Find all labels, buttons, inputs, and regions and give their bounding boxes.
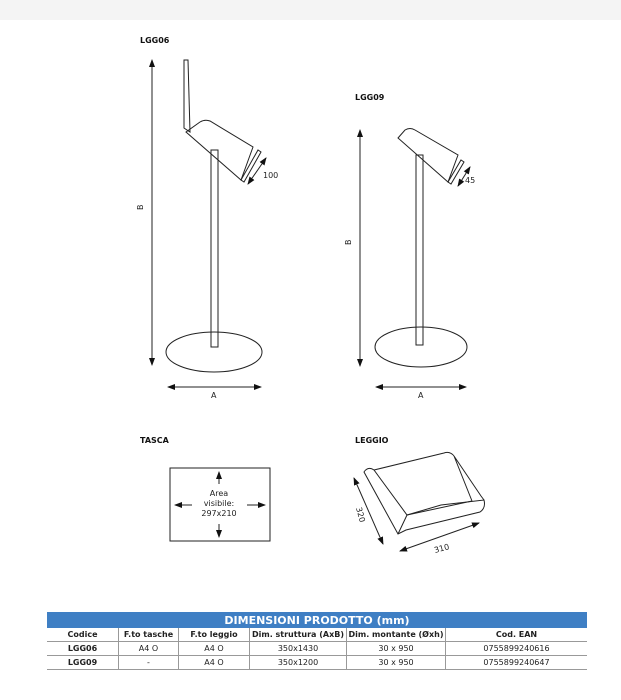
dim-pocket-arrow	[247, 157, 267, 185]
dim-b-label: B	[136, 205, 145, 211]
col-header: Codice	[47, 628, 119, 642]
cell: 30 x 950	[346, 655, 446, 670]
dim-a-label: A	[418, 391, 424, 400]
table-header-row: Codice F.to tasche F.to leggio Dim. stru…	[47, 628, 587, 642]
cell: 0755899240616	[445, 641, 587, 656]
dim-depth-label: 320	[354, 506, 367, 523]
tray-back	[373, 451, 485, 502]
cell: A4 O	[178, 655, 250, 670]
top-rail	[183, 59, 191, 133]
table-row: LGG06 A4 O A4 O 350x1430 30 x 950 075589…	[47, 641, 587, 656]
col-header: Dim. montante (Øxh)	[346, 628, 446, 642]
leggio-title: LEGGIO	[355, 436, 389, 445]
dim-width-arrow	[399, 522, 480, 552]
pocket-outline	[169, 467, 271, 542]
dim-pocket-label: 45	[465, 176, 475, 185]
cell: 350x1430	[249, 641, 347, 656]
lgg09-drawing: LGG09 B 45 A	[344, 93, 475, 400]
cell: LGG06	[47, 641, 119, 656]
page-top-strip	[0, 0, 621, 20]
dim-depth-arrow	[353, 477, 384, 545]
leggio-drawing: LEGGIO 320 310	[353, 436, 485, 555]
area-label-2: visibile:	[204, 499, 235, 508]
col-header: Cod. EAN	[445, 628, 587, 642]
table-title: DIMENSIONI PRODOTTO (mm)	[47, 612, 587, 628]
cell: 0755899240647	[445, 655, 587, 670]
base	[374, 326, 468, 368]
pocket-holder	[397, 128, 459, 183]
base	[165, 331, 263, 373]
table-row: LGG09 - A4 O 350x1200 30 x 950 075589924…	[47, 655, 587, 670]
product-dimensions-table: DIMENSIONI PRODOTTO (mm) Codice F.to tas…	[47, 612, 587, 670]
area-label-1: Area	[210, 489, 229, 498]
lgg06-drawing: LGG06 B 100 A	[136, 36, 278, 400]
cell: LGG09	[47, 655, 119, 670]
cell: A4 O	[178, 641, 250, 656]
cell: -	[118, 655, 179, 670]
dim-pocket-arrow	[457, 166, 471, 187]
cell: A4 O	[118, 641, 179, 656]
tray-front	[363, 467, 485, 535]
tasca-title: TASCA	[140, 436, 170, 445]
dim-pocket-label: 100	[263, 171, 278, 180]
cell: 350x1200	[249, 655, 347, 670]
cell: 30 x 950	[346, 641, 446, 656]
lgg06-title: LGG06	[140, 36, 170, 45]
dim-a-label: A	[211, 391, 217, 400]
pocket-holder	[185, 119, 254, 181]
technical-drawings: LGG06 B 100 A LGG09 B 45 A TASCA Area vi…	[136, 36, 485, 555]
col-header: F.to leggio	[178, 628, 250, 642]
lgg09-title: LGG09	[355, 93, 385, 102]
col-header: Dim. struttura (AxB)	[249, 628, 347, 642]
pole	[415, 154, 424, 346]
col-header: F.to tasche	[118, 628, 179, 642]
dim-b-label: B	[344, 240, 353, 246]
area-label-3: 297x210	[201, 509, 236, 518]
tasca-drawing: TASCA Area visibile: 297x210	[140, 436, 271, 542]
dim-width-label: 310	[433, 542, 450, 555]
pole	[210, 149, 219, 348]
